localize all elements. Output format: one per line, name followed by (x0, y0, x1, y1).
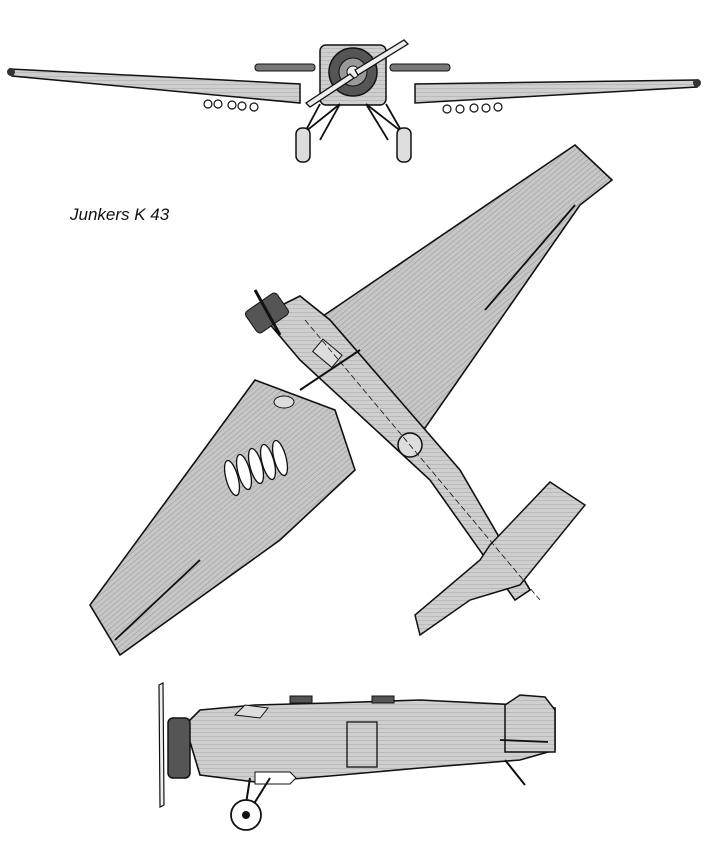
front-view-left-wing (8, 68, 301, 104)
top-view (89, 143, 614, 657)
side-view-fin (504, 694, 556, 753)
side-view (158, 682, 556, 831)
aircraft-caption: Junkers K 43 (70, 205, 170, 224)
front-view-right-wheel (396, 127, 412, 163)
front-view-right-bombs (442, 102, 503, 114)
front-view-left-bombs (203, 99, 259, 112)
front-view-right-wing (414, 79, 698, 104)
side-view-door (346, 721, 378, 768)
side-view-propeller (158, 682, 165, 808)
top-view-engine (245, 289, 289, 336)
side-view-engine (167, 717, 191, 779)
top-view-bomb-rack (223, 439, 289, 497)
front-view-left-wheel (295, 127, 311, 163)
front-view-propeller (304, 39, 410, 108)
top-view-tailplane (414, 481, 587, 637)
top-view-fuselage (260, 295, 532, 602)
top-view-left-wing (89, 379, 356, 657)
front-view (7, 39, 701, 163)
front-view-landing-gear (304, 103, 403, 141)
